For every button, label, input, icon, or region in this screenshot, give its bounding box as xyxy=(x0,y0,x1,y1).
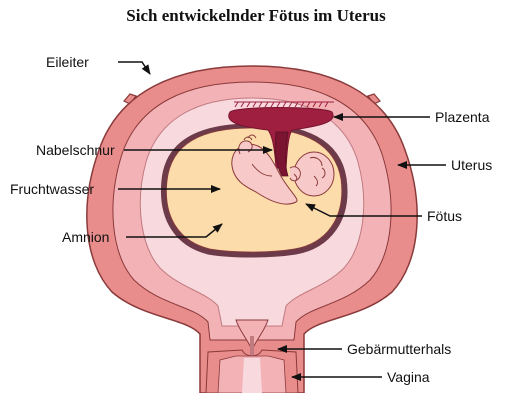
vagina-canal xyxy=(206,350,298,393)
label-fruchtwasser: Fruchtwasser xyxy=(10,181,94,197)
label-plazenta: Plazenta xyxy=(435,109,490,125)
label-foetus: Fötus xyxy=(427,208,462,224)
arrow-eileiter xyxy=(118,62,150,74)
label-eileiter: Eileiter xyxy=(46,54,89,70)
label-gebaermutterhals: Gebärmutterhals xyxy=(347,341,451,357)
label-vagina: Vagina xyxy=(387,369,430,385)
label-nabelschnur: Nabelschnur xyxy=(36,142,115,158)
label-amnion: Amnion xyxy=(62,229,109,245)
label-uterus: Uterus xyxy=(451,157,492,173)
